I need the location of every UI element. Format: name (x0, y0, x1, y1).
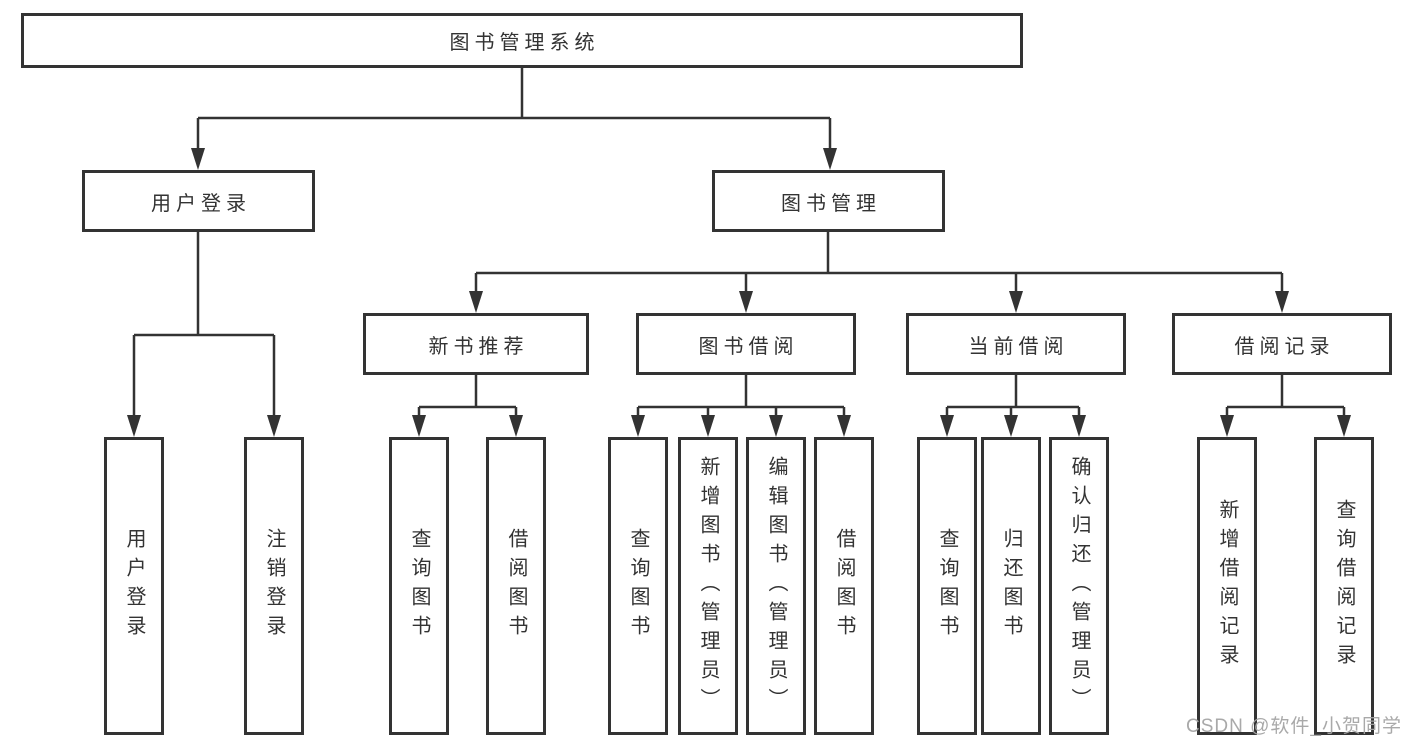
node-user-login: 用户登录 (82, 170, 315, 232)
node-book-management: 图书管理 (712, 170, 945, 232)
leaf-borrow-book-label: 借阅图书 (833, 528, 855, 644)
node-new-book-recommend-label: 新书推荐 (428, 335, 529, 358)
leaf-query-book-borrow-label: 查询图书 (627, 528, 649, 644)
leaf-add-book-admin-label: 新增图书（管理员） (697, 455, 719, 717)
leaf-logout: 注销登录 (244, 437, 304, 735)
node-book-management-label: 图书管理 (781, 192, 881, 215)
node-user-login-label: 用户登录 (151, 192, 251, 215)
leaf-add-book-admin: 新增图书（管理员） (678, 437, 738, 735)
leaf-borrow-book-recommend: 借阅图书 (486, 437, 546, 735)
leaf-edit-book-admin: 编辑图书（管理员） (746, 437, 806, 735)
node-root-label: 图书管理系统 (449, 32, 600, 54)
leaf-add-borrow-record: 新增借阅记录 (1197, 437, 1257, 735)
leaf-return-book: 归还图书 (981, 437, 1041, 735)
leaf-query-book-recommend: 查询图书 (389, 437, 449, 735)
node-borrow-records-label: 借阅记录 (1234, 335, 1335, 358)
leaf-user-login-label: 用户登录 (123, 528, 145, 644)
node-root: 图书管理系统 (21, 13, 1023, 68)
leaf-query-borrow-record: 查询借阅记录 (1314, 437, 1374, 735)
leaf-borrow-book: 借阅图书 (814, 437, 874, 735)
node-book-borrow-label: 图书借阅 (698, 335, 799, 358)
leaf-return-book-label: 归还图书 (1000, 528, 1022, 644)
leaf-add-borrow-record-label: 新增借阅记录 (1216, 499, 1238, 673)
leaf-query-borrow-record-label: 查询借阅记录 (1333, 499, 1355, 673)
leaf-borrow-book-recommend-label: 借阅图书 (505, 528, 527, 644)
leaf-query-book-recommend-label: 查询图书 (408, 528, 430, 644)
node-current-borrow-label: 当前借阅 (968, 335, 1069, 358)
node-new-book-recommend: 新书推荐 (363, 313, 589, 375)
leaf-edit-book-admin-label: 编辑图书（管理员） (765, 455, 787, 717)
leaf-confirm-return-admin: 确认归还（管理员） (1049, 437, 1109, 735)
leaf-logout-label: 注销登录 (263, 528, 285, 644)
leaf-query-book-current: 查询图书 (917, 437, 977, 735)
node-current-borrow: 当前借阅 (906, 313, 1126, 375)
leaf-query-book-borrow: 查询图书 (608, 437, 668, 735)
leaf-confirm-return-admin-label: 确认归还（管理员） (1068, 455, 1090, 717)
node-borrow-records: 借阅记录 (1172, 313, 1392, 375)
leaf-query-book-current-label: 查询图书 (936, 528, 958, 644)
node-book-borrow: 图书借阅 (636, 313, 856, 375)
leaf-user-login: 用户登录 (104, 437, 164, 735)
csdn-watermark: CSDN @软件_小贺同学 (1186, 716, 1402, 737)
